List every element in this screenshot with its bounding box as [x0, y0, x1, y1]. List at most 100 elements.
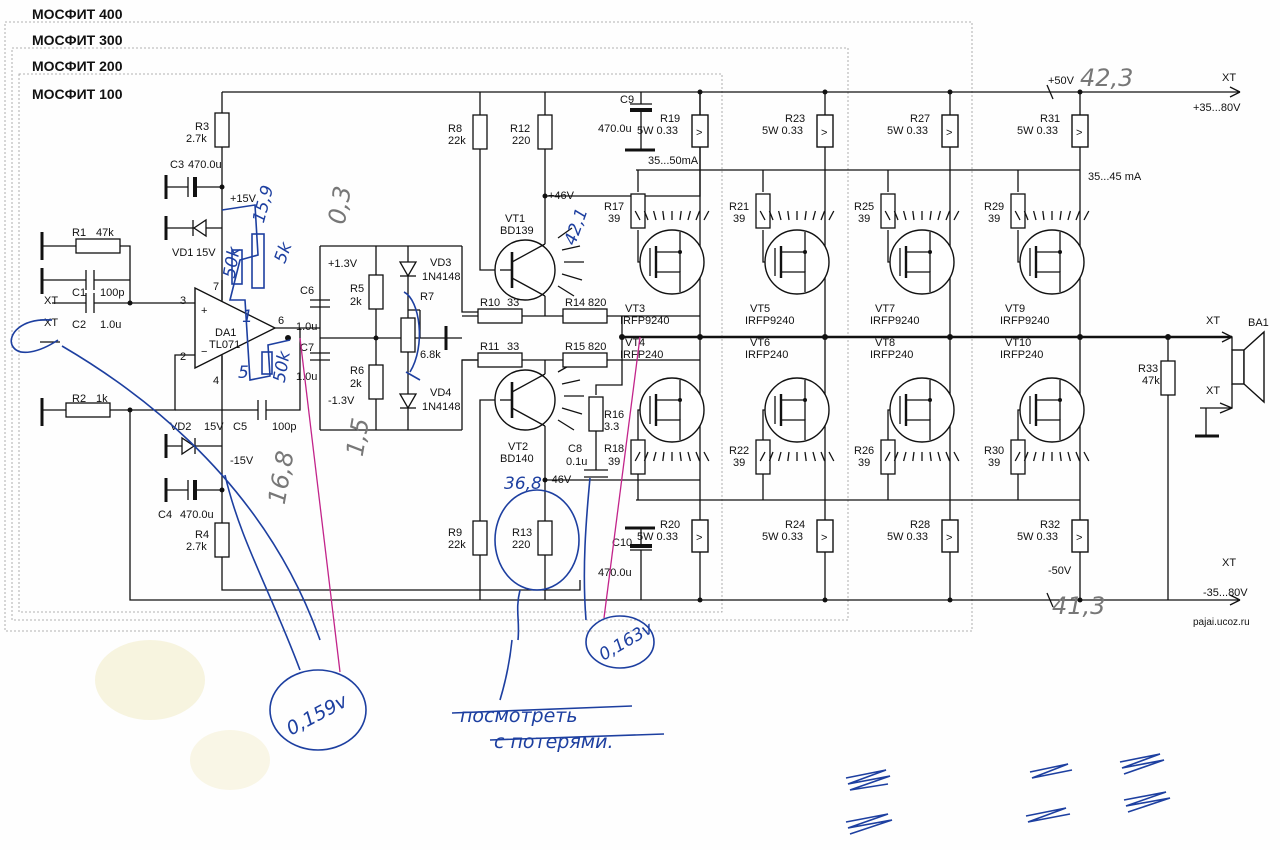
vd2-value: 15V — [204, 421, 224, 433]
r23-value: 5W 0.33 — [762, 125, 803, 137]
r31-mark: > — [1076, 127, 1082, 139]
r28-label: R28 — [910, 519, 930, 531]
r24-value: 5W 0.33 — [762, 531, 803, 543]
r19-value: 5W 0.33 — [637, 125, 678, 137]
c9-label: C9 — [620, 94, 634, 106]
svg-text:+: + — [201, 305, 207, 317]
c5-value: 100p — [272, 421, 296, 433]
heatsink-fin — [662, 451, 665, 462]
vd3-label: VD3 — [430, 257, 451, 269]
svg-text:−: − — [201, 346, 207, 358]
wire-r1 — [42, 245, 131, 303]
c1-value: 100p — [100, 287, 124, 299]
r7-value: 6.8k — [420, 349, 441, 361]
site-label: pajai.ucoz.ru — [1193, 617, 1250, 628]
r20-mark: > — [696, 532, 702, 544]
r29-label: R29 — [984, 201, 1004, 213]
c4-value: 470.0u — [180, 509, 214, 521]
r23-label: R23 — [785, 113, 805, 125]
vt3-value: IRFP9240 — [620, 315, 670, 327]
svg-text:0,3: 0,3 — [323, 184, 357, 226]
heatsink-fin — [953, 451, 960, 462]
paper-stain — [190, 730, 270, 790]
svg-text:4: 4 — [213, 375, 219, 387]
r25-label: R25 — [854, 201, 874, 213]
r28-value: 5W 0.33 — [887, 531, 928, 543]
heatsink-fin — [1032, 451, 1037, 462]
r2-value: 1k — [96, 393, 108, 405]
c8-value: 0.1u — [566, 456, 587, 468]
opamp-da1: + − DA1 TL071 3 2 7 4 6 — [180, 281, 284, 387]
resistor-r17 — [630, 193, 646, 229]
svg-text:VT1: VT1 — [505, 213, 525, 225]
heatsink-fin — [1067, 451, 1072, 462]
heatsink-fin — [777, 210, 782, 221]
vt7-label: VT7 — [875, 303, 895, 315]
svg-text:6: 6 — [278, 315, 284, 327]
c7-value: 1.0u — [296, 371, 317, 383]
c8-label: C8 — [568, 443, 582, 455]
svg-text:7: 7 — [213, 281, 219, 293]
svg-text:BD139: BD139 — [500, 225, 534, 237]
c6-label: C6 — [300, 285, 314, 297]
resistor-r19 — [691, 114, 709, 148]
heatsink-fin — [804, 210, 807, 221]
heatsink-fin — [634, 451, 641, 462]
heatsink-fin — [828, 210, 835, 221]
heatsink-fin — [929, 451, 932, 462]
heatsink-fin — [1059, 451, 1062, 462]
r28-mark: > — [946, 532, 952, 544]
svg-text:2: 2 — [180, 351, 186, 363]
r24-mark: > — [821, 532, 827, 544]
svg-text:0,163v: 0,163v — [596, 618, 658, 665]
r27-value: 5W 0.33 — [887, 125, 928, 137]
heatsink-fin — [777, 451, 782, 462]
heatsink-fin — [820, 451, 826, 462]
r1-label: R1 — [72, 227, 86, 239]
heatsink-fin — [1067, 210, 1072, 221]
resistor-r29 — [1010, 193, 1026, 229]
pink-probe-lines — [299, 336, 641, 673]
heatsink-fin — [893, 210, 899, 221]
r23-mark: > — [821, 127, 827, 139]
transistor-vt1: VT1 BD139 — [494, 196, 584, 316]
svg-text:15,9: 15,9 — [249, 183, 278, 225]
vt8-value: IRFP240 — [870, 349, 913, 361]
svg-text:0,159v: 0,159v — [283, 690, 352, 741]
r31-value: 5W 0.33 — [1017, 125, 1058, 137]
heatsink-fin — [679, 210, 682, 221]
c9-value: 470.0u — [598, 123, 632, 135]
outline-mosfit-300 — [11, 47, 849, 621]
r29-value: 39 — [988, 213, 1000, 225]
svg-text:BA1: BA1 — [1248, 317, 1269, 329]
r14-label: R14 — [565, 297, 585, 309]
label-plus13: +1.3V — [328, 258, 358, 270]
svg-text:5: 5 — [238, 363, 249, 383]
heatsink-fin — [679, 451, 682, 462]
junction — [822, 334, 828, 340]
c5-label: C5 — [233, 421, 247, 433]
heatsink-fin — [695, 451, 701, 462]
annotation-circle-0159 — [269, 669, 367, 751]
heatsink-fin — [929, 210, 932, 221]
r10-value: 33 — [507, 297, 519, 309]
junction — [697, 89, 703, 95]
junction — [1077, 89, 1083, 95]
mosfet-dot — [678, 398, 682, 402]
heatsink-fin — [1042, 451, 1045, 462]
heatsink-fin — [912, 210, 915, 221]
svg-text:DA1: DA1 — [215, 327, 236, 339]
vt6-label: VT6 — [750, 337, 770, 349]
resistor-r27 — [941, 114, 959, 148]
negative-rail — [129, 410, 1241, 608]
mosfet-dot — [928, 398, 932, 402]
r32-value: 5W 0.33 — [1017, 531, 1058, 543]
r1-value: 47k — [96, 227, 114, 239]
heatsink-fin — [695, 210, 701, 221]
r11-value: 33 — [507, 341, 519, 353]
heatsink-fin — [759, 451, 766, 462]
vt8-label: VT8 — [875, 337, 895, 349]
wire-inverting — [130, 354, 195, 411]
label-supply-pos: +35...80V — [1193, 102, 1241, 114]
